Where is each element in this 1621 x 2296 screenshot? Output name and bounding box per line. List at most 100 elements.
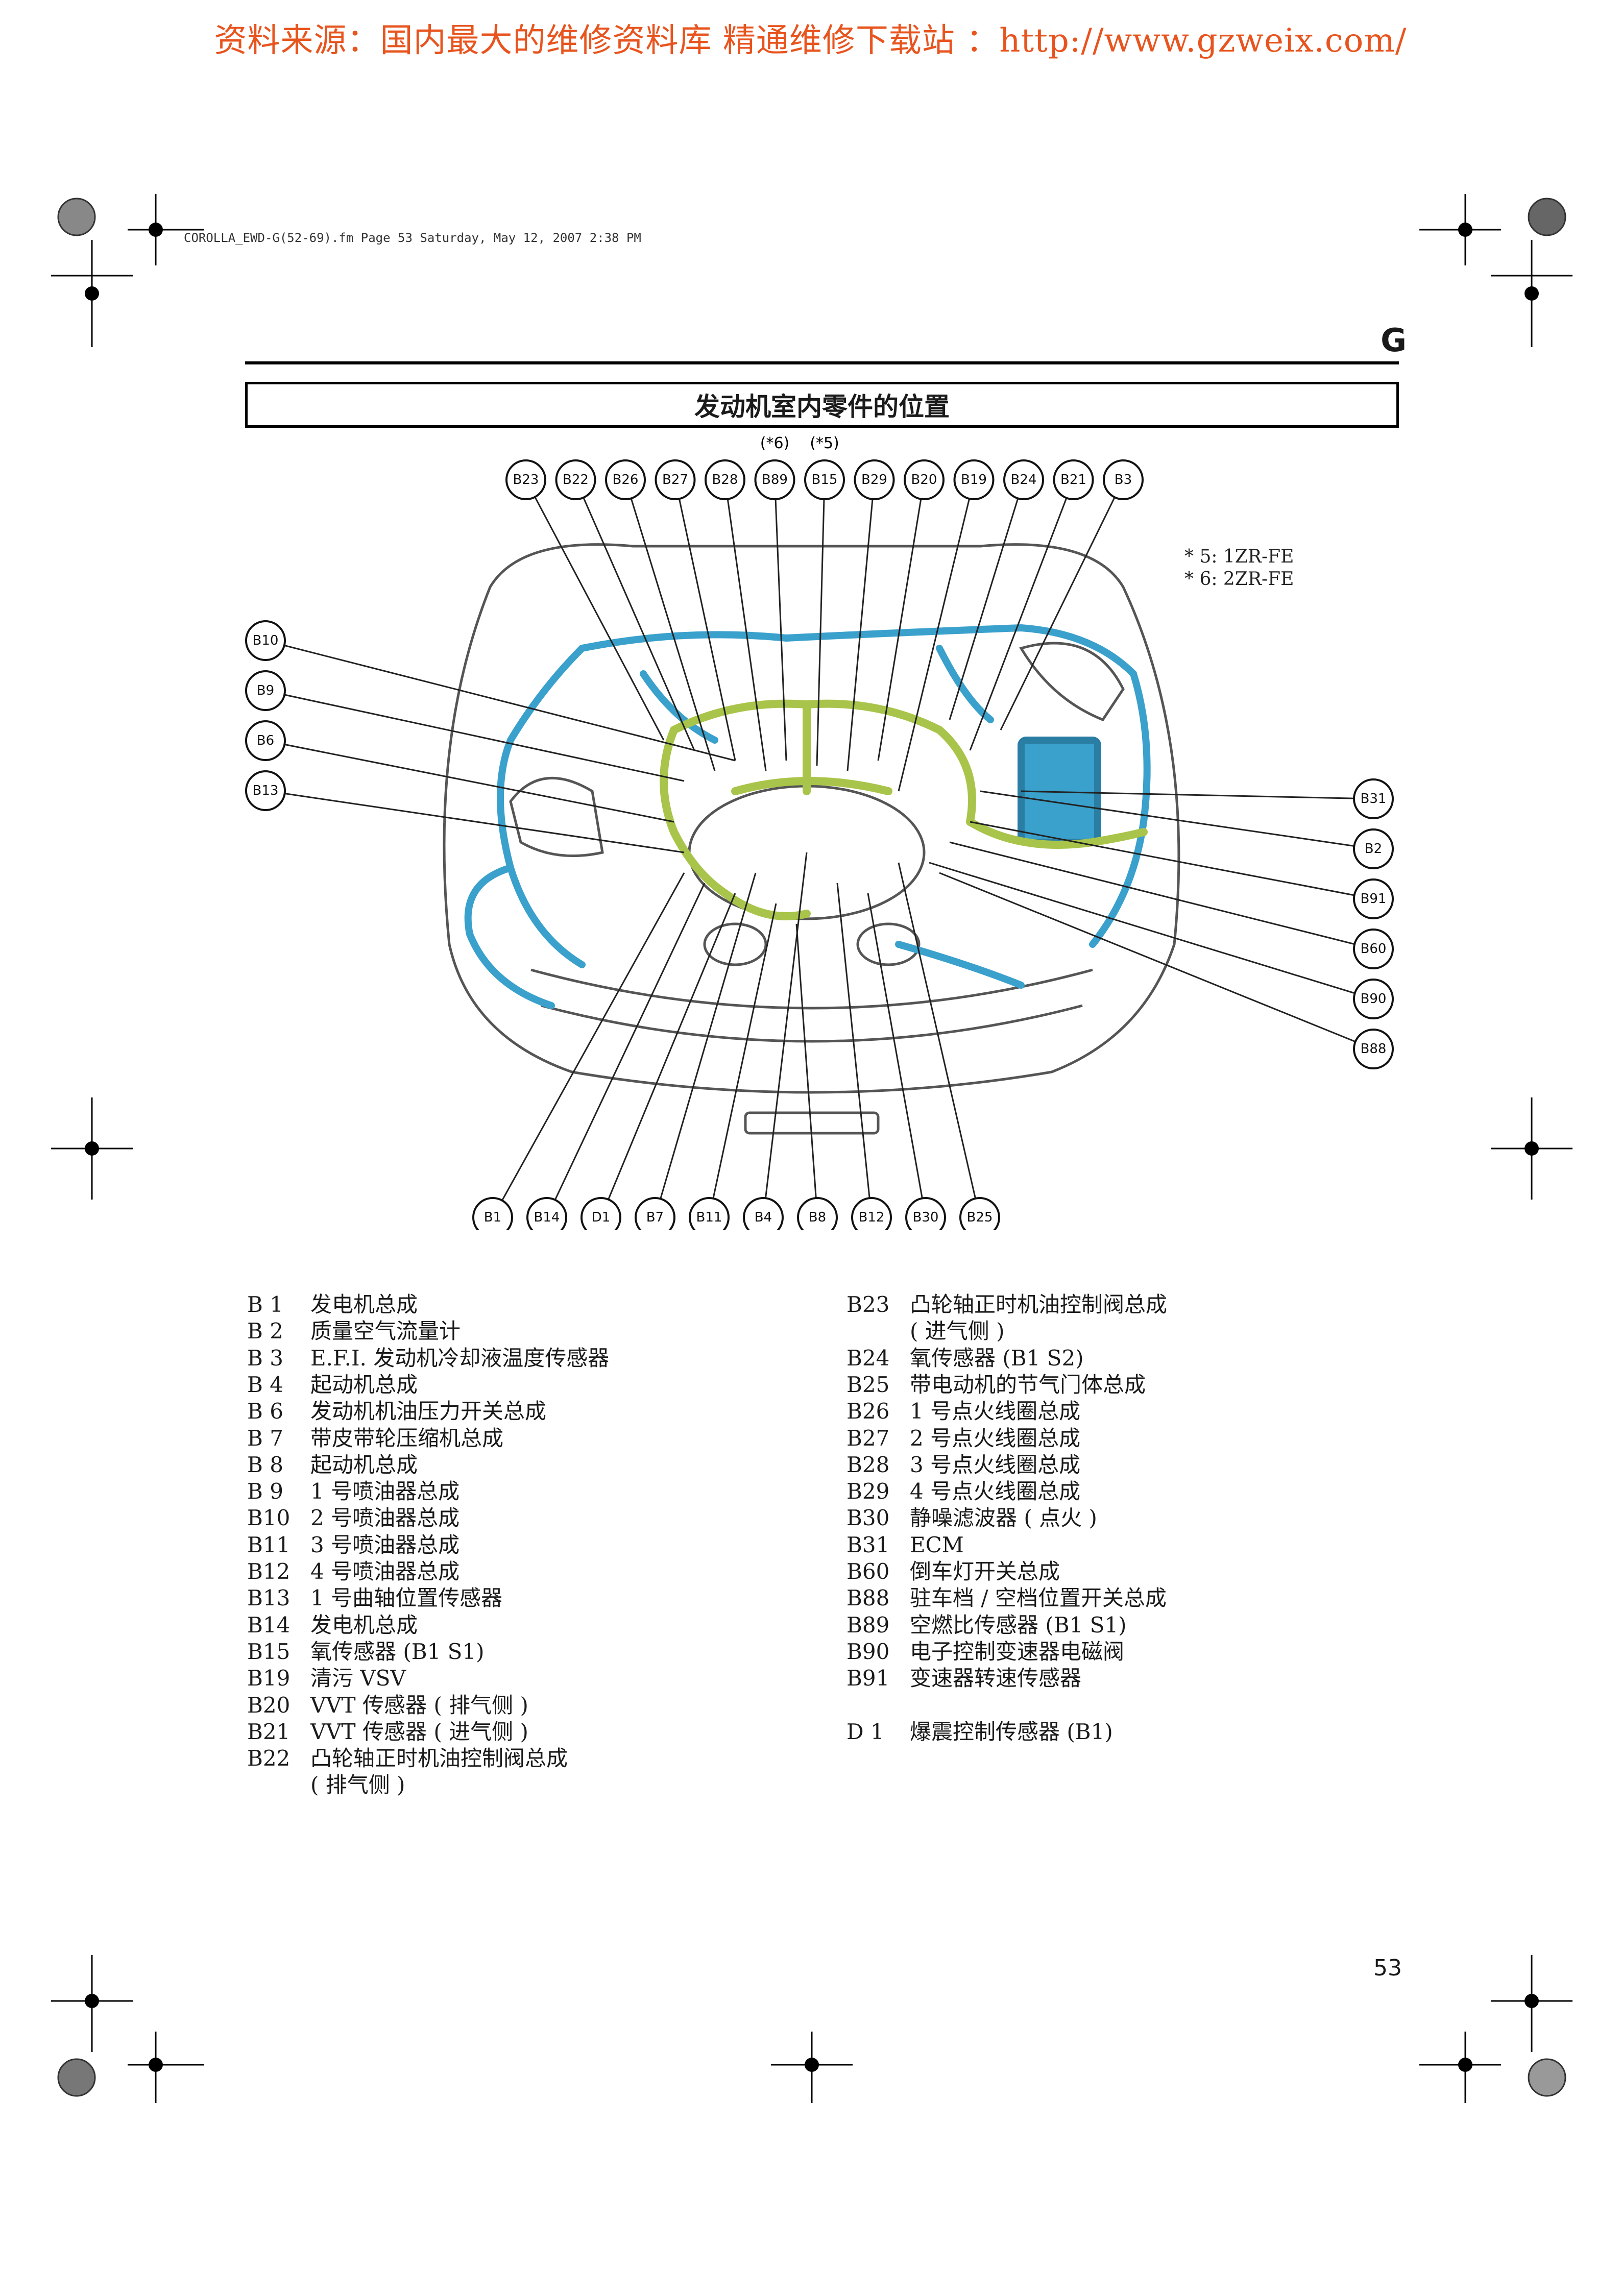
leader-line-b26 [624,479,716,771]
legend-description: 变速器转速传感器 [910,1666,1082,1691]
file-header: COROLLA_EWD-G(52-69).fm Page 53 Saturday… [184,231,641,245]
leader-line-b8 [795,923,818,1218]
legend-description: E.F.I. 发动机冷却液温度传感器 [310,1345,610,1371]
legend-description: 凸轮轴正时机油控制阀总成 [910,1292,1168,1317]
page-title: 发动机室内零件的位置 [245,382,1399,428]
legend-description: 1 号点火线圈总成 [910,1399,1081,1424]
callout-circle [655,459,696,500]
callout-circle [689,1197,730,1230]
callout-label: B30 [913,1210,939,1225]
callout-circle [472,1197,513,1230]
legend-description: 3 号喷油器总成 [310,1532,460,1557]
callout-circle [1003,459,1044,500]
engine-variant-notes: * 5: 1ZR-FE * 6: 2ZR-FE [1184,546,1294,590]
callout-b6: B6 [245,720,286,761]
leader-line-b15 [816,479,826,766]
callout-b89: B89 [754,459,795,500]
legend-description: 清污 VSV [310,1666,406,1691]
leader-line-b27 [674,479,736,761]
callout-circle [1353,1029,1394,1069]
leader-line-b13 [265,790,685,853]
callout-label: B4 [755,1210,772,1225]
callout-circle [851,1197,892,1230]
callout-label: B8 [809,1210,826,1225]
crosshair-mid-left [51,1097,133,1200]
legend-code: B60 [846,1559,890,1584]
callout-circle [959,1197,1000,1230]
green-harness [660,699,1148,920]
legend-description: 氧传感器 (B1 S2) [910,1345,1084,1371]
crosshair-top-right [1419,194,1572,347]
callout-b1: B1 [472,1197,513,1230]
legend-code: B 7 [247,1425,283,1451]
legend-code: B11 [247,1532,291,1557]
callout-b14: B14 [526,1197,567,1230]
legend-code: D 1 [846,1719,884,1744]
legend-description: 4 号喷油器总成 [310,1559,460,1584]
callout-label: B91 [1361,891,1387,907]
callout-label: B11 [696,1210,722,1225]
legend-code: B10 [247,1505,291,1531]
leader-line-b12 [836,883,873,1218]
callout-label: B89 [762,472,788,487]
callout-label: B19 [961,472,987,487]
leader-line-b22 [575,479,695,751]
callout-b91: B91 [1353,878,1394,919]
legend-description: 2 号喷油器总成 [310,1505,460,1531]
callout-circle [743,1197,784,1230]
callout-b2: B2 [1353,828,1394,869]
leader-line-b11 [708,903,777,1218]
callout-b3: B3 [1103,459,1144,500]
legend-description: 发电机总成 [310,1292,418,1317]
callout-circle [754,459,795,500]
callout-label: B7 [646,1210,664,1225]
legend-description: 发电机总成 [310,1612,418,1638]
legend-description: ( 排气侧 ) [310,1772,405,1798]
legend-description: 爆震控制传感器 (B1) [910,1719,1113,1744]
callout-circle [555,459,596,500]
leader-lines [265,479,1374,1218]
legend-code: B 4 [247,1372,283,1397]
legend-description: 静噪滤波器 ( 点火 ) [910,1505,1097,1531]
callout-b90: B90 [1353,979,1394,1019]
legend-code: B15 [247,1639,291,1664]
legend-code: B30 [846,1505,890,1531]
legend-description: VVT 传感器 ( 排气侧 ) [310,1692,528,1718]
leader-line-b29 [846,479,875,771]
legend-description: 电子控制变速器电磁阀 [910,1639,1125,1664]
callout-b21: B21 [1053,459,1094,500]
leader-line-b14 [546,883,706,1218]
callout-b7: B7 [635,1197,675,1230]
leader-line-b2 [980,790,1374,850]
callout-label: B12 [859,1210,885,1225]
callout-circle [905,1197,946,1230]
legend-code: B89 [846,1612,890,1638]
callout-circle [245,770,286,811]
callout-circle [1053,459,1094,500]
leader-line-b6 [265,740,674,823]
legend-description: VVT 传感器 ( 进气侧 ) [310,1719,528,1744]
legend-description: 1 号喷油器总成 [310,1479,460,1504]
callout-b11: B11 [689,1197,730,1230]
leader-line-b60 [949,841,1374,950]
callout-circle [705,459,745,500]
callout-b27: B27 [655,459,696,500]
leader-line-b30 [867,893,927,1218]
blue-harness [464,624,1151,1009]
note-1zr-fe: * 5: 1ZR-FE [1184,546,1294,567]
callout-b24: B24 [1003,459,1044,500]
callout-b25: B25 [959,1197,1000,1230]
callout-b29: B29 [854,459,895,500]
callout-label: B6 [257,733,274,748]
callout-b15: B15 [804,459,845,500]
callout-d1: D1 [580,1197,621,1230]
leader-line-b91 [970,821,1374,900]
callout-label: B28 [712,472,738,487]
callout-circle [804,459,845,500]
leader-line-b9 [265,690,685,782]
legend-code: B14 [247,1612,291,1638]
section-letter: G [1381,322,1407,359]
callout-label: B9 [257,683,274,698]
